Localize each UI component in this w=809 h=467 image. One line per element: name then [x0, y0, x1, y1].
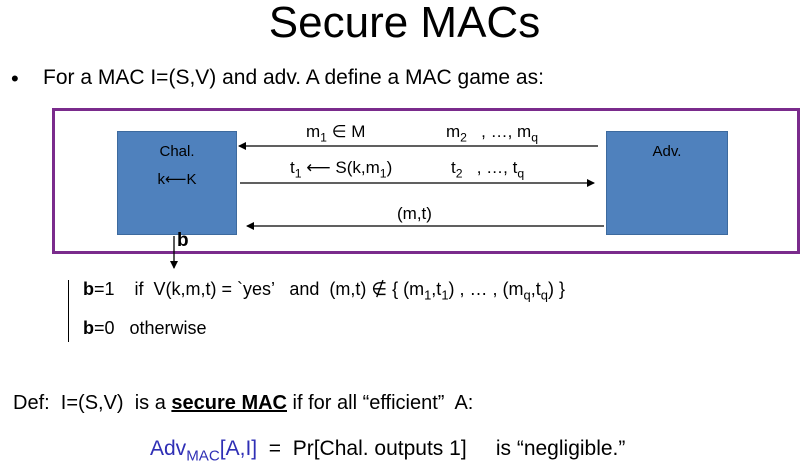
secure-mac-term: secure MAC	[171, 392, 287, 414]
case-b-equals-1: b=1 if V(k,m,t) = `yes’ and (m,t) ∉ { (m…	[83, 279, 565, 303]
tag-first-label: t1 ⟵ S(k,m1)	[290, 158, 393, 181]
definition-text: Def: I=(S,V) is a secure MAC if for all …	[13, 392, 474, 414]
output-bit-label: b	[177, 230, 189, 251]
query-first-label: m1 ∈ M	[306, 122, 366, 145]
query-rest-label: m2 , …, mq	[446, 122, 539, 145]
adversary-label: Adv.	[652, 143, 682, 160]
case-brace	[68, 280, 73, 342]
tag-rest-label: t2 , …, tq	[451, 158, 525, 181]
challenger-label: Chal.	[159, 143, 195, 160]
slide-title: Secure MACs	[268, 0, 541, 47]
challenger-key: k⟵K	[157, 171, 197, 188]
bullet-text: For a MAC I=(S,V) and adv. A define a MA…	[43, 66, 544, 89]
case-b-equals-0: b=0 otherwise	[83, 318, 207, 338]
advantage-line: AdvMAC[A,I] = Pr[Chal. outputs 1] is “ne…	[150, 437, 626, 465]
game-frame	[52, 108, 800, 254]
forgery-label: (m,t)	[397, 204, 432, 223]
challenger-box	[117, 131, 237, 235]
adversary-box	[606, 131, 728, 235]
bullet-marker: •	[11, 66, 19, 91]
